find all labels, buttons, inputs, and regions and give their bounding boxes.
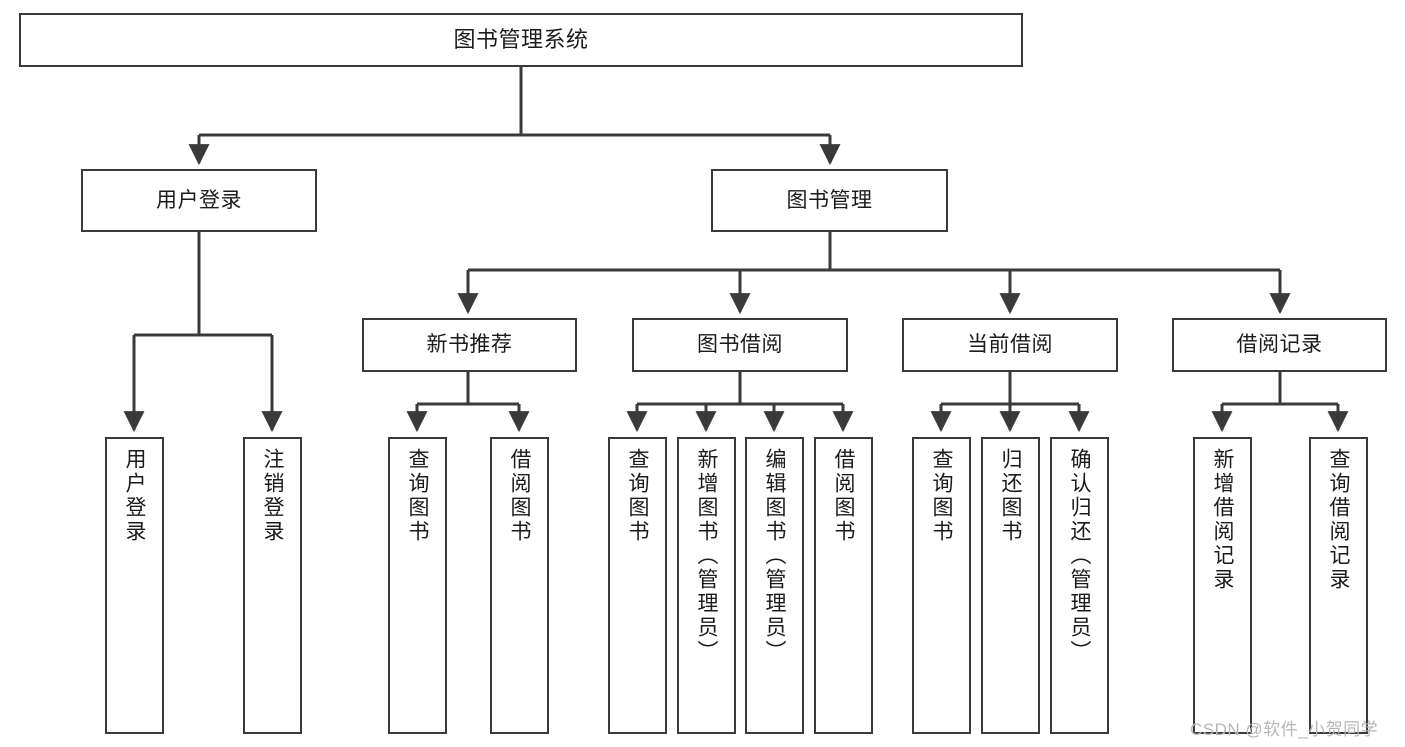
node-current-borrow[interactable]: 当前借阅 <box>902 318 1118 372</box>
node-book-borrow-label: 图书借阅 <box>697 333 783 357</box>
node-borrow-record-label: 借阅记录 <box>1236 333 1323 357</box>
node-root-system-label: 图书管理系统 <box>453 26 589 52</box>
node-leaf-query-book-1[interactable]: 查询图书 <box>388 437 447 734</box>
node-leaf-add-book-label: 新增图书（管理员） <box>695 448 718 664</box>
node-leaf-edit-book-label: 编辑图书（管理员） <box>763 448 786 664</box>
node-book-borrow[interactable]: 图书借阅 <box>632 318 848 372</box>
node-leaf-logout-login-label: 注销登录 <box>261 448 284 544</box>
node-leaf-borrow-book-2-label: 借阅图书 <box>832 448 855 544</box>
node-book-manage[interactable]: 图书管理 <box>711 169 948 232</box>
node-leaf-user-login-label: 用户登录 <box>123 448 146 544</box>
node-leaf-add-record-label: 新增借阅记录 <box>1211 448 1234 592</box>
node-user-login-label: 用户登录 <box>156 188 242 212</box>
node-root-system[interactable]: 图书管理系统 <box>19 13 1023 67</box>
node-borrow-record[interactable]: 借阅记录 <box>1172 318 1387 372</box>
node-leaf-borrow-book-1-label: 借阅图书 <box>508 448 531 544</box>
node-leaf-edit-book[interactable]: 编辑图书（管理员） <box>745 437 804 734</box>
node-leaf-query-book-3[interactable]: 查询图书 <box>912 437 971 734</box>
node-leaf-query-record[interactable]: 查询借阅记录 <box>1309 437 1368 734</box>
node-leaf-return-book[interactable]: 归还图书 <box>981 437 1040 734</box>
node-book-manage-label: 图书管理 <box>786 188 873 212</box>
node-leaf-query-record-label: 查询借阅记录 <box>1327 448 1350 592</box>
node-leaf-query-book-2[interactable]: 查询图书 <box>608 437 667 734</box>
node-leaf-query-book-3-label: 查询图书 <box>930 448 953 544</box>
node-new-book-recommend[interactable]: 新书推荐 <box>362 318 577 372</box>
node-leaf-add-record[interactable]: 新增借阅记录 <box>1193 437 1252 734</box>
node-leaf-borrow-book-1[interactable]: 借阅图书 <box>490 437 549 734</box>
node-leaf-confirm-return-label: 确认归还（管理员） <box>1068 448 1091 664</box>
node-leaf-user-login[interactable]: 用户登录 <box>105 437 164 734</box>
node-leaf-logout-login[interactable]: 注销登录 <box>243 437 302 734</box>
node-leaf-confirm-return[interactable]: 确认归还（管理员） <box>1050 437 1109 734</box>
node-leaf-add-book[interactable]: 新增图书（管理员） <box>677 437 736 734</box>
node-leaf-return-book-label: 归还图书 <box>999 448 1022 544</box>
csdn-watermark: CSDN @软件_小贺同学 <box>1190 720 1379 739</box>
node-user-login[interactable]: 用户登录 <box>81 169 317 232</box>
node-leaf-query-book-1-label: 查询图书 <box>406 448 429 544</box>
node-leaf-borrow-book-2[interactable]: 借阅图书 <box>814 437 873 734</box>
node-leaf-query-book-2-label: 查询图书 <box>626 448 649 544</box>
node-current-borrow-label: 当前借阅 <box>967 333 1053 357</box>
node-new-book-recommend-label: 新书推荐 <box>426 333 513 357</box>
